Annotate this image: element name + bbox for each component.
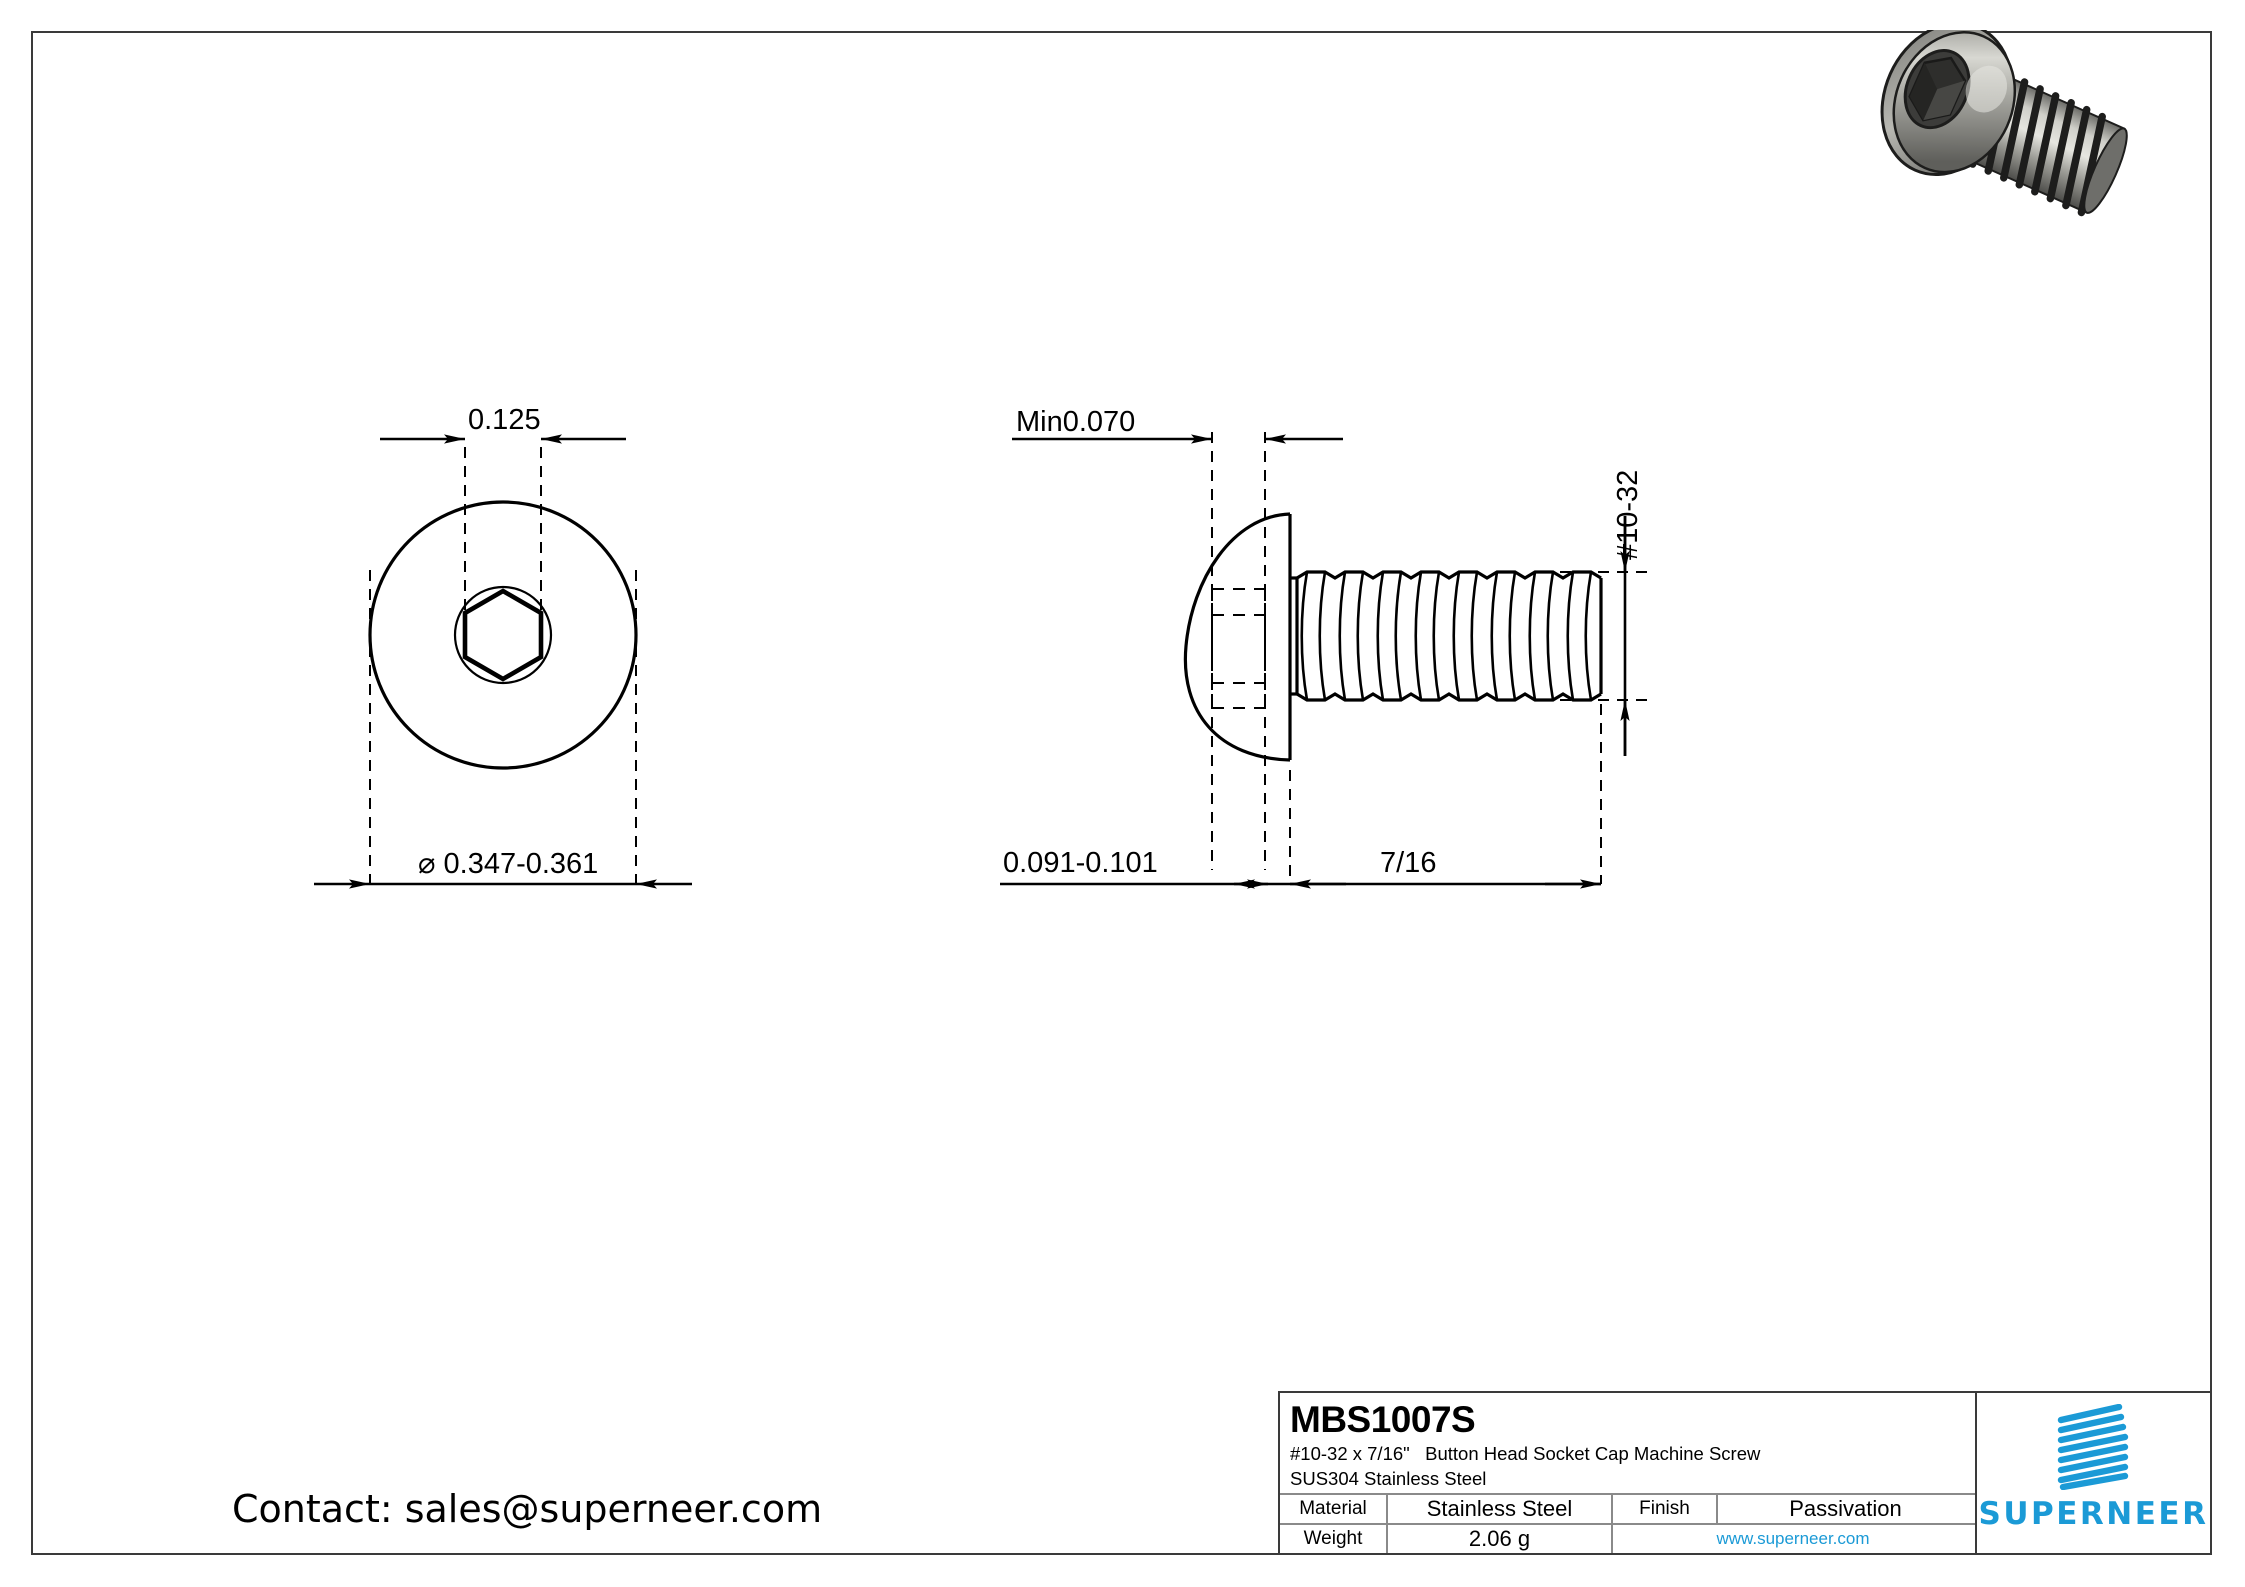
description-line-2: SUS304 Stainless Steel [1290, 1468, 1487, 1489]
title-block: MBS1007S #10-32 x 7/16" Button Head Sock… [1278, 1391, 2212, 1555]
dimension-label-socket-depth: Min0.070 [1016, 406, 1136, 438]
dimension-label-socket-width: 0.125 [468, 404, 541, 436]
dimension-label-head-height: 0.091-0.101 [1003, 847, 1158, 879]
dimension-label-head-diameter: ⌀ 0.347-0.361 [418, 848, 599, 880]
description-line-1: #10-32 x 7/16" Button Head Socket Cap Ma… [1290, 1443, 1761, 1464]
part-number: MBS1007S [1290, 1399, 1476, 1440]
website-link[interactable]: www.superneer.com [1716, 1529, 1870, 1548]
dimension-label-thread-length: 7/16 [1380, 847, 1437, 879]
material-value: Stainless Steel [1388, 1495, 1613, 1523]
brand-logo: SUPERNEER [1977, 1393, 2210, 1553]
title-block-description: MBS1007S #10-32 x 7/16" Button Head Sock… [1280, 1393, 1975, 1495]
title-block-info: MBS1007S #10-32 x 7/16" Button Head Sock… [1280, 1393, 1977, 1553]
material-label: Material [1280, 1495, 1388, 1523]
dimension-label-thread-size: #10-32 [1612, 469, 1644, 560]
finish-value: Passivation [1789, 1496, 1902, 1521]
screw-3d-head [1880, 30, 2017, 177]
finish-label: Finish [1613, 1495, 1718, 1523]
screw-3d-render [1880, 30, 2128, 217]
spec-row-material: Material Stainless Steel Finish Passivat… [1280, 1495, 1975, 1525]
contact-email-text: Contact: sales@superneer.com [232, 1487, 823, 1531]
superneer-logo-icon [2057, 1404, 2128, 1490]
weight-label: Weight [1280, 1525, 1388, 1553]
brand-name: SUPERNEER [1978, 1496, 2209, 1532]
weight-value: 2.06 g [1388, 1525, 1613, 1553]
spec-row-weight: Weight 2.06 g www.superneer.com [1280, 1525, 1975, 1553]
sheet-border-frame [31, 31, 2212, 1555]
